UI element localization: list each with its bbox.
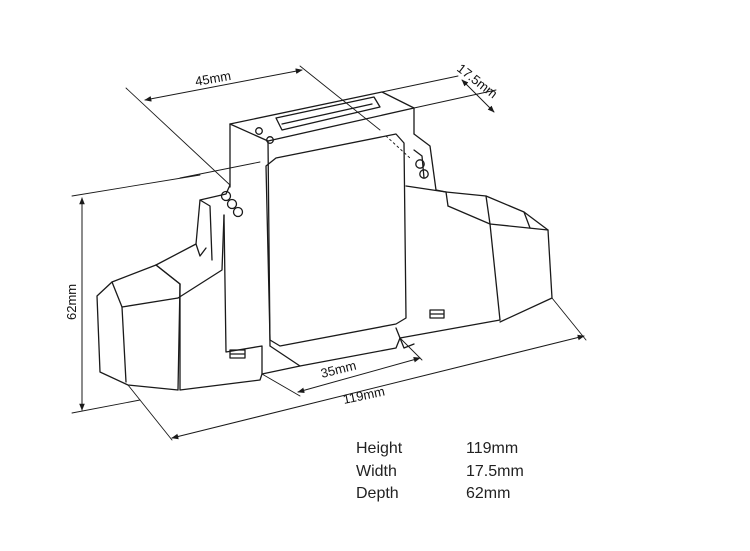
dim-119mm-arrow (171, 334, 585, 440)
spec-value: 62mm (466, 485, 511, 502)
spec-row-depth: Depth 62mm (356, 483, 524, 506)
label-45mm: 45mm (194, 68, 232, 89)
dim-45mm-arrow (144, 68, 303, 102)
spec-name: Height (356, 440, 403, 457)
dim-17-5mm-arrow (461, 79, 495, 113)
spec-name: Width (356, 462, 397, 480)
device-body (96, 91, 553, 391)
spec-table: Height 119mm Width 17.5mm Depth 62mm (356, 438, 524, 506)
extension-lines (71, 65, 587, 441)
label-119mm: 119mm (342, 383, 387, 406)
spec-value: 119mm (466, 440, 519, 457)
spec-row-width: Width 17.5mm (356, 461, 524, 484)
dimension-arrows (79, 68, 585, 440)
label-62mm: 62mm (64, 284, 79, 320)
spec-value: 17.5mm (466, 462, 524, 480)
spec-name: Depth (356, 485, 399, 502)
spec-row-height: Height 119mm (356, 438, 524, 461)
